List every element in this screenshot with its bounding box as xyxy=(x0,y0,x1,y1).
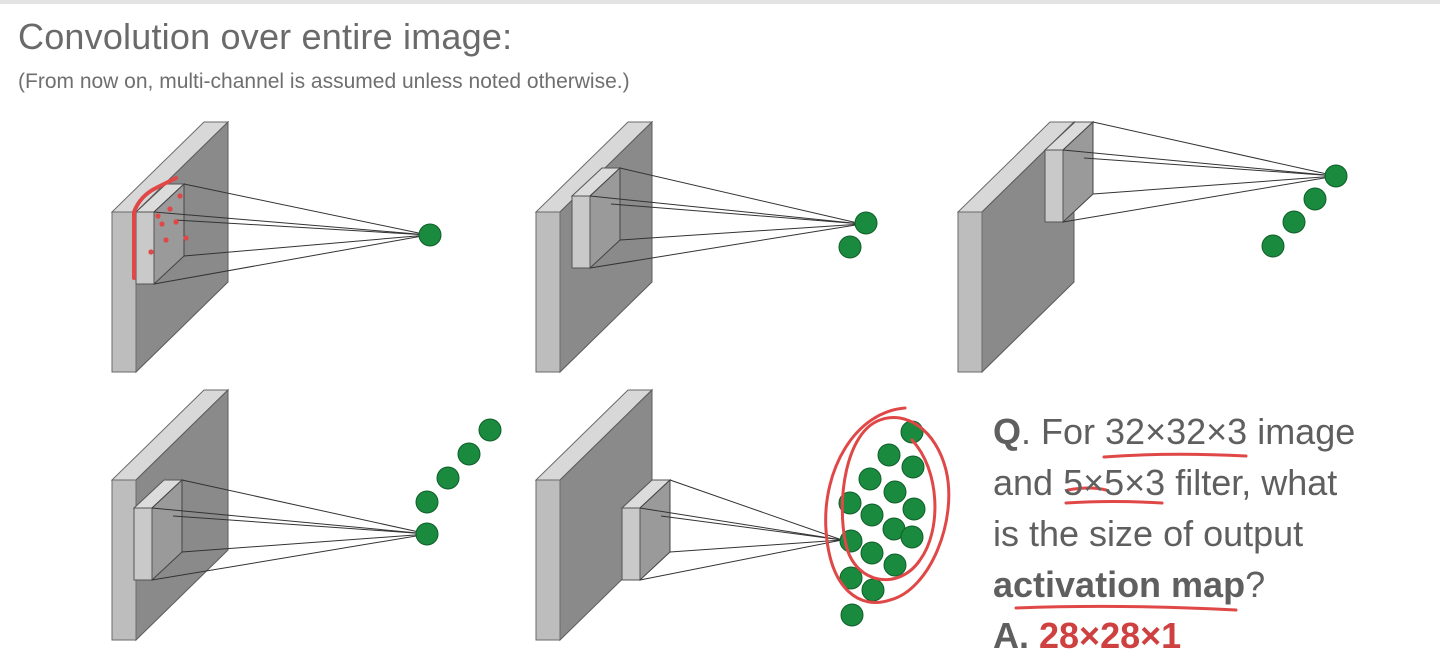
annotation-dot-3 xyxy=(173,219,179,225)
volume-3-front xyxy=(957,211,983,373)
panel-4-ray-3 xyxy=(151,507,429,535)
panel-1-ray-2 xyxy=(153,234,429,285)
output-dot-3-3 xyxy=(1282,210,1306,234)
annotation-dot-4 xyxy=(163,237,169,243)
annotation-activation-circle xyxy=(824,406,951,604)
output-dot-4-1 xyxy=(478,418,502,442)
panel-2-ray-1 xyxy=(619,223,863,241)
question-line-1: Q. For 32×32×3 image xyxy=(993,411,1356,452)
filter-2-front xyxy=(571,195,591,269)
panel-4-ray-4 xyxy=(172,515,429,535)
panel-5-ray-1 xyxy=(669,539,843,553)
panel-4-ray-1 xyxy=(181,533,429,553)
annotation-dot-5 xyxy=(183,235,189,241)
panel-3-ray-4 xyxy=(1083,157,1337,177)
panel-3-ray-3 xyxy=(1062,149,1337,177)
output-dot-4-5 xyxy=(415,522,439,546)
volume-5-front xyxy=(535,479,561,641)
annotation-underline-image-dims xyxy=(1102,452,1248,459)
output-dot-3-2 xyxy=(1303,187,1327,211)
filter-4-front xyxy=(133,507,153,581)
panel-1-ray-3 xyxy=(153,211,429,236)
output-dot-4-3 xyxy=(436,466,460,490)
annotation-dot-1 xyxy=(167,206,173,212)
panel-5-ray-2 xyxy=(639,539,843,581)
output-dot-5-12 xyxy=(860,541,884,565)
image-dims: 32×32×3 xyxy=(1105,411,1248,452)
output-dot-5-5 xyxy=(883,480,907,504)
annotation-filter-edge xyxy=(132,176,178,280)
filter-dims: 5×5×3 xyxy=(1063,462,1166,503)
filter-5-front xyxy=(621,507,641,581)
panel-4-ray-2 xyxy=(151,533,429,581)
top-divider xyxy=(0,0,1440,4)
question-label: Q xyxy=(993,411,1022,452)
question-line-3: is the size of output xyxy=(993,513,1304,554)
output-dot-5-11 xyxy=(900,525,924,549)
question-answer-block: Q. For 32×32×3 image and 5×5×3 filter, w… xyxy=(993,406,1433,661)
output-dot-5-4 xyxy=(858,467,882,491)
output-dot-5-14 xyxy=(839,566,863,590)
output-dot-5-8 xyxy=(902,497,926,521)
answer-value: 28×28×1 xyxy=(1039,615,1182,656)
annotation-dot-0 xyxy=(155,213,161,219)
output-dot-5-7 xyxy=(860,503,884,527)
panel-1-ray-4 xyxy=(174,219,429,236)
volume-2-front xyxy=(535,211,561,373)
panel-2-ray-0 xyxy=(619,167,863,225)
output-dot-5-3 xyxy=(901,455,925,479)
output-dot-5-16 xyxy=(840,603,864,627)
panel-4-ray-0 xyxy=(181,479,429,535)
panel-2-ray-2 xyxy=(589,223,863,269)
output-dot-2-2 xyxy=(838,235,862,259)
output-dot-3-1 xyxy=(1324,164,1348,188)
annotation-mark-filter xyxy=(1066,486,1108,492)
filter-3-front xyxy=(1044,149,1064,223)
output-dot-5-2 xyxy=(877,443,901,467)
question-line-2: and 5×5×3 filter, what xyxy=(993,462,1338,503)
activation-map-term: activation map xyxy=(993,564,1246,605)
panel-2-ray-4 xyxy=(610,203,863,225)
output-dot-2-1 xyxy=(854,211,878,235)
question-line-4: activation map? xyxy=(993,564,1266,605)
output-dot-4-4 xyxy=(415,490,439,514)
panel-5-ray-3 xyxy=(639,507,843,541)
panel-2-ray-3 xyxy=(589,195,863,225)
annotation-underline-activation-map xyxy=(1014,604,1238,612)
output-dot-5-6 xyxy=(838,491,862,515)
panel-5-ray-4 xyxy=(660,515,843,541)
annotation-underline-filter-dims xyxy=(1064,500,1164,505)
volume-4-front xyxy=(111,479,137,641)
output-dot-5-13 xyxy=(883,553,907,577)
slide-title: Convolution over entire image: xyxy=(18,16,513,57)
filter-1-front xyxy=(135,211,155,285)
answer-line: A. 28×28×1 xyxy=(993,610,1433,661)
answer-label: A. xyxy=(993,615,1029,656)
output-dot-3-4 xyxy=(1261,234,1285,258)
annotation-dot-7 xyxy=(159,221,165,227)
annotation-dot-2 xyxy=(177,193,183,199)
panel-3-ray-0 xyxy=(1092,121,1337,177)
output-dot-1-1 xyxy=(418,223,442,247)
panel-3-ray-1 xyxy=(1092,175,1337,195)
output-dot-4-2 xyxy=(457,442,481,466)
annotation-dot-6 xyxy=(148,249,154,255)
slide-subtitle: (From now on, multi-channel is assumed u… xyxy=(18,70,630,93)
output-dot-5-15 xyxy=(861,578,885,602)
panel-3-ray-2 xyxy=(1062,175,1337,223)
panel-1-ray-1 xyxy=(183,234,429,257)
panel-1-ray-0 xyxy=(183,183,429,236)
panel-5-ray-0 xyxy=(669,479,843,541)
